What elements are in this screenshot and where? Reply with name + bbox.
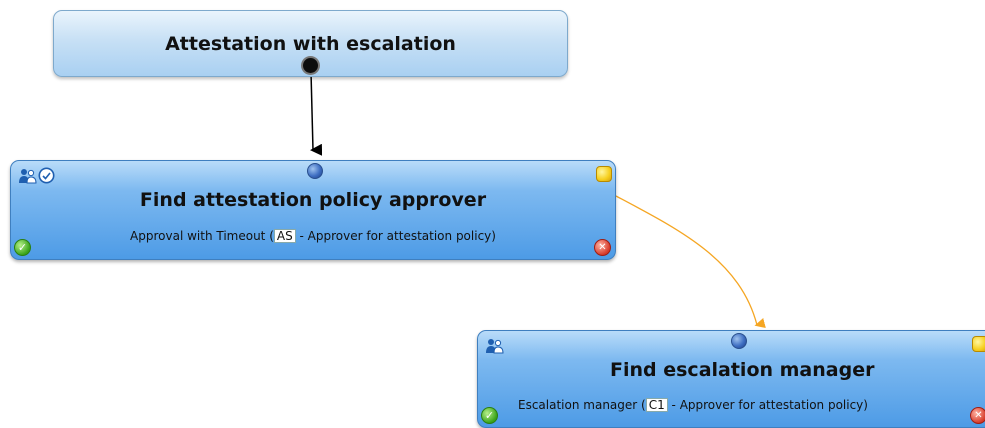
input-port-dot[interactable] [731,333,747,349]
step-code: C1 [645,398,668,412]
step-subtitle: Approval with Timeout (AS - Approver for… [11,229,615,243]
start-port-dot[interactable] [303,58,318,73]
step-subtitle-suffix: - Approver for attestation policy) [295,229,496,243]
timeout-port-icon[interactable] [596,166,612,182]
reject-port-icon[interactable]: ✕ [970,407,985,424]
step-title: Find escalation manager [610,359,875,381]
step-subtitle-suffix: - Approver for attestation policy) [667,398,868,412]
people-icon [19,169,37,184]
step-node-escalation[interactable]: Find escalation manager Escalation manag… [477,330,985,428]
approver-to-escalation-connector[interactable] [615,195,766,329]
approve-port-icon[interactable]: ✓ [481,407,498,424]
step-code: AS [273,229,296,243]
step-subtitle-prefix: Approval with Timeout ( [130,229,274,243]
start-to-approver-connector[interactable] [310,71,323,156]
timeout-port-icon[interactable] [972,336,985,352]
start-node-title: Attestation with escalation [165,33,456,55]
clock-check-icon [38,167,55,184]
input-port-dot[interactable] [307,163,323,179]
approve-port-icon[interactable]: ✓ [14,239,31,256]
step-subtitle-prefix: Escalation manager ( [518,398,646,412]
people-icon [486,339,504,354]
reject-port-icon[interactable]: ✕ [594,239,611,256]
step-title: Find attestation policy approver [139,189,487,211]
step-node-approver[interactable]: Find attestation policy approver Approva… [10,160,616,260]
step-subtitle: Escalation manager (C1 - Approver for at… [478,398,985,412]
